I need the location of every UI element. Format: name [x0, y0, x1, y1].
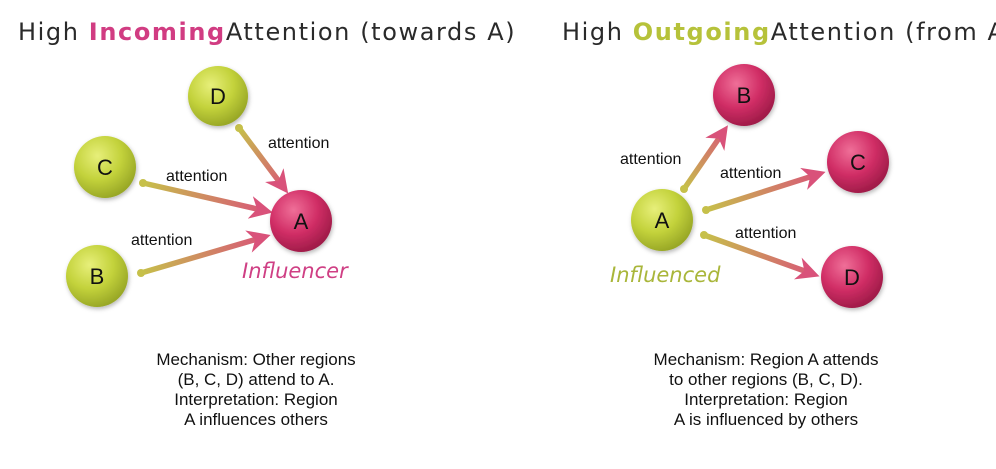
left-panel-title: High IncomingAttention (towards A) — [18, 18, 516, 46]
left-caption-line-2: (B, C, D) attend to A. — [177, 370, 335, 389]
right-caption-line-2: to other regions (B, C, D). — [669, 370, 863, 389]
edge-label-a-c: attention — [720, 165, 781, 182]
left-node-b-label: B — [90, 264, 105, 289]
left-node-a: A — [270, 190, 332, 252]
left-caption-line-4: A influences others — [184, 410, 328, 429]
arrow-b-to-a — [138, 230, 271, 276]
right-node-d: D — [821, 246, 883, 308]
right-caption-line-4: A is influenced by others — [673, 410, 859, 429]
edge-label-a-d: attention — [735, 225, 796, 242]
edge-label-a-b: attention — [620, 151, 681, 168]
arrow-ab-tail-dot — [680, 185, 688, 193]
right-role-label: Influenced — [610, 263, 721, 287]
left-role-label: Influencer — [242, 259, 348, 283]
left-title-post: Attention (towards A) — [225, 18, 517, 46]
left-title-highlight: Incoming — [88, 18, 226, 46]
arrow-c-to-a — [140, 180, 273, 219]
left-node-a-label: A — [294, 209, 309, 234]
edge-labels: attention attention attention attention … — [131, 135, 796, 249]
right-caption: Mechanism: Region A attends to other reg… — [601, 350, 931, 430]
right-node-c: C — [827, 131, 889, 193]
arrow-b-tail-dot — [137, 269, 145, 277]
left-node-b: B — [66, 245, 128, 307]
right-panel-title: High OutgoingAttention (from A) — [562, 18, 996, 46]
left-caption-line-1: Mechanism: Other regions — [156, 350, 356, 369]
left-title-pre: High — [18, 18, 80, 46]
arrow-a-to-d — [701, 232, 820, 280]
arrow-ac-tail-dot — [702, 206, 710, 214]
right-node-b: B — [713, 64, 775, 126]
right-title-highlight: Outgoing — [632, 18, 771, 46]
left-node-d: D — [188, 66, 248, 126]
right-arrows — [680, 125, 826, 280]
left-nodes: D C B A — [66, 66, 332, 307]
arrow-a-to-c — [703, 167, 826, 213]
edge-label-c-a: attention — [166, 168, 227, 185]
left-caption: Mechanism: Other regions (B, C, D) atten… — [91, 350, 421, 430]
left-caption-line-3: Interpretation: Region — [174, 390, 338, 409]
arrow-d-tail-dot — [235, 124, 243, 132]
right-node-d-label: D — [844, 265, 860, 290]
arrow-a-to-b — [681, 125, 728, 192]
arrow-d-to-a — [236, 125, 289, 194]
arrow-c-tail-dot — [139, 179, 147, 187]
right-node-a: A — [631, 189, 693, 251]
right-caption-line-1: Mechanism: Region A attends — [653, 350, 879, 369]
right-caption-line-3: Interpretation: Region — [684, 390, 848, 409]
left-arrows — [137, 124, 289, 277]
edge-label-b-a: attention — [131, 232, 192, 249]
right-nodes: B C D A — [631, 64, 889, 308]
right-title-pre: High — [562, 18, 624, 46]
left-node-c: C — [74, 136, 136, 198]
right-node-b-label: B — [737, 83, 752, 108]
left-node-c-label: C — [97, 155, 113, 180]
arrow-ad-tail-dot — [700, 231, 708, 239]
right-title-post: Attention (from A) — [770, 18, 996, 46]
edge-label-d-a: attention — [268, 135, 329, 152]
left-node-d-label: D — [210, 84, 226, 109]
right-node-c-label: C — [850, 150, 866, 175]
right-node-a-label: A — [655, 208, 670, 233]
